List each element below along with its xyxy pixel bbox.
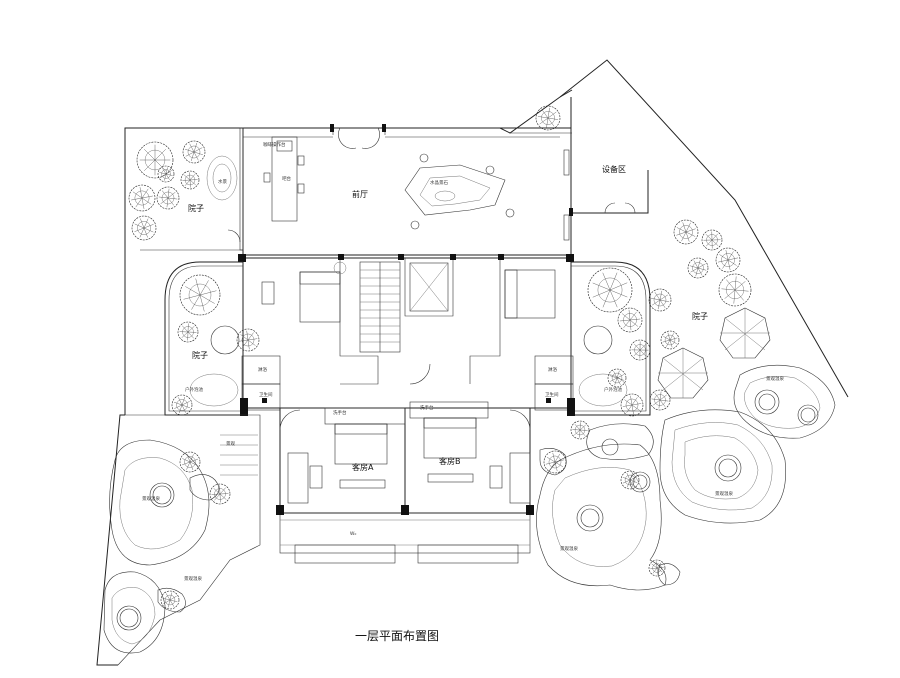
water-feature-annotation: 水景 [218, 178, 227, 185]
guest-room-b-label: 客房B [439, 456, 461, 466]
site-boundary [96, 59, 849, 666]
tree-icon [543, 450, 567, 474]
pavilions [657, 307, 771, 399]
tree-icon [648, 288, 672, 312]
core [238, 254, 574, 409]
shower-w-annotation: 淋浴 [258, 366, 267, 373]
courtyard-west [164, 261, 281, 416]
tree-icon [131, 215, 157, 241]
washroom-w-annotation: 卫生间 [259, 391, 273, 398]
front-hall-label: 前厅 [352, 189, 368, 199]
tree-icon [620, 470, 640, 490]
courtyard-w-label: 院子 [192, 350, 208, 360]
annotations: 咖啡操作台 吧台 水景 水晶景石 户外泡池 户外泡池 淋浴 淋浴 卫生间 卫生间… [142, 141, 784, 582]
terrace-w-annotation: 景观 [226, 441, 235, 447]
tree-icon [715, 247, 741, 273]
landscape-southwest [103, 414, 261, 666]
tree-icon [209, 483, 231, 505]
rockery-annotation: 水晶景石 [430, 179, 448, 186]
washroom-e-annotation: 卫生间 [545, 391, 559, 398]
tree-icon [160, 590, 180, 610]
landscape-southeast [536, 364, 836, 591]
bottom-mark: W₀ [350, 531, 356, 537]
tree-icon [620, 393, 644, 417]
tree-icon [179, 274, 221, 316]
tree-icon [236, 328, 260, 352]
tree-icon [687, 257, 709, 279]
tree-icon [587, 267, 633, 313]
tree-icon [177, 321, 199, 343]
courtyard-west-top [140, 127, 244, 251]
tree-icon [649, 389, 671, 411]
drawing-title: 一层平面布置图 [355, 629, 439, 643]
tree-icon [179, 451, 201, 473]
hot-spring-1-annotation: 景观温泉 [142, 495, 160, 502]
hot-spring-5-annotation: 景观温泉 [766, 375, 784, 382]
front-hall [242, 97, 649, 256]
hot-spring-3-annotation: 景观温泉 [560, 545, 578, 552]
tree-icon [157, 165, 175, 183]
hot-spring-2-annotation: 景观温泉 [184, 575, 202, 582]
tree-icon [570, 420, 590, 440]
tree-icon [701, 229, 723, 251]
courtyard-nw-label: 院子 [188, 203, 204, 213]
tree-icon [136, 141, 174, 179]
guest-rooms [276, 401, 534, 564]
trees [128, 105, 752, 610]
guest-room-a-label: 客房A [352, 462, 374, 472]
tree-icon [171, 394, 193, 416]
tree-icon [718, 273, 752, 307]
shower-e-annotation: 淋浴 [548, 366, 557, 373]
tree-icon [617, 307, 643, 333]
tree-icon [648, 559, 666, 577]
tree-icon [535, 105, 561, 131]
tree-icon [180, 170, 200, 190]
bar-annotation: 咖啡操作台 [263, 141, 286, 148]
tree-icon [673, 219, 699, 245]
courtyard-east [534, 261, 651, 416]
tree-icon [607, 368, 627, 388]
tree-icon [156, 186, 180, 210]
tree-icon [629, 339, 651, 361]
equipment-area-label: 设备区 [602, 164, 626, 174]
bar-seat-annotation: 吧台 [282, 175, 291, 182]
hot-spring-4-annotation: 景观温泉 [715, 490, 733, 497]
outdoor-bath-w-annotation: 户外泡池 [185, 386, 203, 393]
courtyard-e-label: 院子 [692, 311, 708, 321]
tree-icon [128, 184, 156, 212]
tree-icon [660, 330, 680, 350]
wash-b-annotation: 洗手台 [420, 404, 434, 411]
wash-a-annotation: 洗手台 [333, 409, 347, 416]
room-labels: 前厅 设备区 院子 院子 院子 客房A 客房B 一层平面布置图 [188, 164, 708, 643]
outdoor-bath-e-annotation: 户外泡池 [604, 386, 622, 393]
tree-icon [182, 140, 206, 164]
